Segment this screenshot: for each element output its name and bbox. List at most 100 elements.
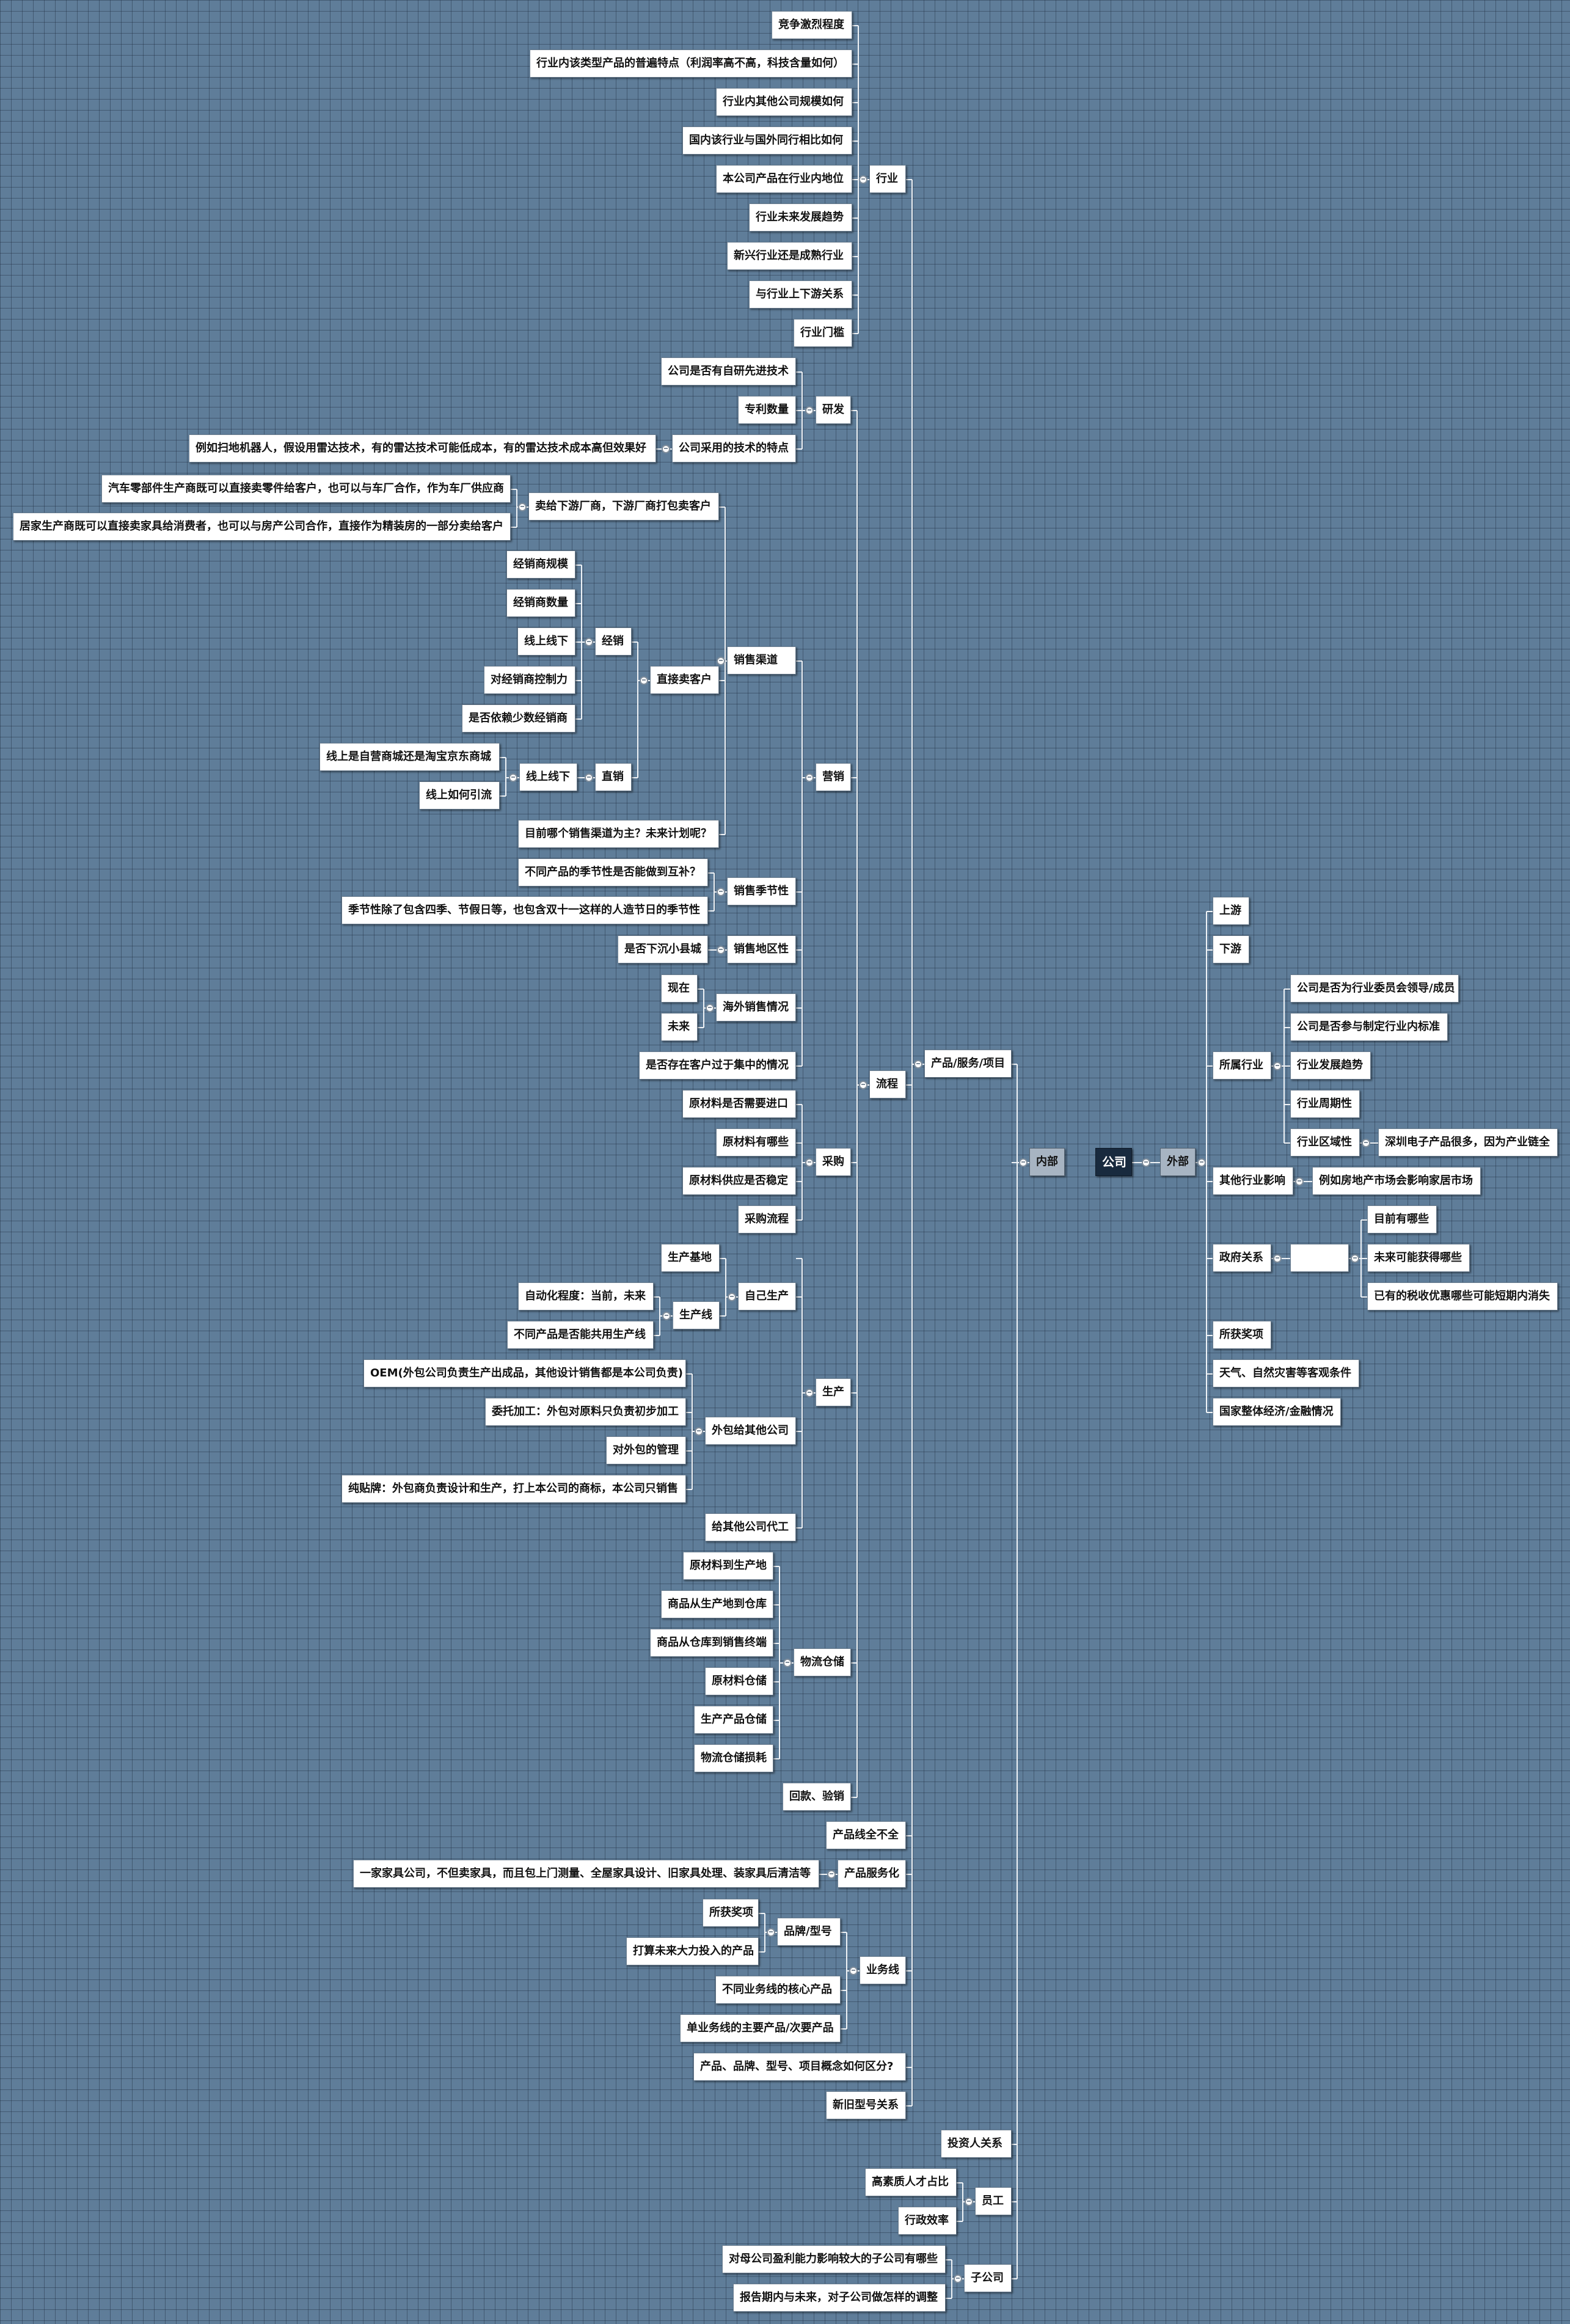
outsource-item[interactable]: 对外包的管理 xyxy=(606,1436,686,1464)
logistics-item[interactable]: 物流仓储损耗 xyxy=(694,1744,773,1772)
logistics-item[interactable]: 原材料到生产地 xyxy=(683,1552,773,1580)
collapse-toggle-icon[interactable] xyxy=(717,888,725,896)
tax-item[interactable]: 已有的税收优惠哪些可能短期内消失 xyxy=(1367,1282,1558,1310)
season-node[interactable]: 销售季节性 xyxy=(727,877,796,905)
production-node[interactable]: 生产 xyxy=(816,1378,851,1406)
rd-item[interactable]: 公司是否有自研先进技术 xyxy=(661,357,796,386)
production-base[interactable]: 生产基地 xyxy=(661,1244,720,1272)
collapse-toggle-icon[interactable] xyxy=(717,946,725,954)
staff-item[interactable]: 高素质人才占比 xyxy=(865,2168,957,2196)
industry-item[interactable]: 行业未来发展趋势 xyxy=(749,203,852,232)
other-industry-node[interactable]: 其他行业影响 xyxy=(1213,1167,1293,1195)
outer-industry-item[interactable]: 行业周期性 xyxy=(1290,1090,1360,1118)
collapse-toggle-icon[interactable] xyxy=(849,1967,858,1975)
production-self[interactable]: 自己生产 xyxy=(738,1282,796,1310)
outer-node[interactable]: 外部 xyxy=(1160,1148,1196,1176)
collapse-toggle-icon[interactable] xyxy=(640,676,648,685)
online-offline-node[interactable]: 线上线下 xyxy=(519,763,577,791)
collapse-toggle-icon[interactable] xyxy=(728,1293,736,1301)
collapse-toggle-icon[interactable] xyxy=(965,2198,973,2206)
outer-industry-item[interactable]: 公司是否参与制定行业内标准 xyxy=(1290,1013,1448,1041)
completeness-node[interactable]: 产品线全不全 xyxy=(826,1821,906,1849)
staff-node[interactable]: 员工 xyxy=(975,2187,1012,2215)
collapse-toggle-icon[interactable] xyxy=(585,638,593,646)
outer-industry-node[interactable]: 所属行业 xyxy=(1213,1051,1271,1080)
upstream-node[interactable]: 上游 xyxy=(1213,897,1249,925)
collection-node[interactable]: 回款、验销 xyxy=(783,1783,851,1811)
marketing-node[interactable]: 营销 xyxy=(816,763,851,791)
collapse-toggle-icon[interactable] xyxy=(954,2275,962,2283)
outer-industry-item[interactable]: 行业发展趋势 xyxy=(1290,1051,1371,1080)
collapse-toggle-icon[interactable] xyxy=(518,503,527,511)
collapse-toggle-icon[interactable] xyxy=(805,773,814,782)
collapse-toggle-icon[interactable] xyxy=(1273,1254,1282,1263)
channel-direct-customer[interactable]: 直接卖客户 xyxy=(650,666,719,694)
channel-b2b[interactable]: 卖给下游厂商，下游厂商打包卖客户 xyxy=(528,492,719,521)
channel-dealer[interactable]: 经销 xyxy=(595,627,632,656)
overseas-item[interactable]: 现在 xyxy=(661,974,698,1003)
production-line-item[interactable]: 自动化程度：当前，未来 xyxy=(518,1282,654,1310)
business-line-node[interactable]: 业务线 xyxy=(860,1956,906,1984)
rd-node[interactable]: 研发 xyxy=(816,396,851,424)
business-line-item[interactable]: 单业务线的主要产品/次要产品 xyxy=(680,2014,841,2042)
outer-awards-node[interactable]: 所获奖项 xyxy=(1213,1321,1271,1349)
logistics-item[interactable]: 原材料仓储 xyxy=(705,1667,773,1695)
process-node[interactable]: 流程 xyxy=(869,1070,906,1098)
dealer-item[interactable]: 线上线下 xyxy=(517,627,575,656)
industry-item[interactable]: 与行业上下游关系 xyxy=(749,280,852,309)
collapse-toggle-icon[interactable] xyxy=(859,1081,867,1089)
concentration-item[interactable]: 是否存在客户过于集中的情况 xyxy=(639,1051,796,1080)
outsource-item[interactable]: OEM(外包公司负责生产出成品，其他设计销售都是本公司负责) xyxy=(363,1359,686,1387)
service-node[interactable]: 产品服务化 xyxy=(838,1860,906,1888)
subsidiary-item[interactable]: 对母公司盈利能力影响较大的子公司有哪些 xyxy=(722,2245,946,2273)
downstream-node[interactable]: 下游 xyxy=(1213,935,1249,963)
logistics-item[interactable]: 商品从生产地到仓库 xyxy=(661,1590,773,1618)
collapse-toggle-icon[interactable] xyxy=(805,1158,814,1167)
collapse-toggle-icon[interactable] xyxy=(706,1004,714,1012)
production-line[interactable]: 生产线 xyxy=(673,1301,720,1329)
tax-item[interactable]: 未来可能获得哪些 xyxy=(1367,1244,1470,1272)
subsidiary-item[interactable]: 报告期内与未来，对子公司做怎样的调整 xyxy=(733,2284,946,2312)
collapse-toggle-icon[interactable] xyxy=(509,773,517,782)
industry-item[interactable]: 行业门槛 xyxy=(794,319,852,347)
outsource-item[interactable]: 纯贴牌：外包商负责设计和生产，打上本公司的商标，本公司只销售 xyxy=(341,1475,686,1503)
overseas-item[interactable]: 未来 xyxy=(661,1013,698,1041)
purchase-item[interactable]: 原材料有哪些 xyxy=(716,1128,796,1157)
purchase-item[interactable]: 原材料是否需要进口 xyxy=(682,1090,796,1118)
online-item[interactable]: 线上是自营商城还是淘宝京东商城 xyxy=(319,743,500,771)
logistics-node[interactable]: 物流仓储 xyxy=(794,1648,851,1676)
collapse-toggle-icon[interactable] xyxy=(805,406,814,415)
inner-node[interactable]: 内部 xyxy=(1029,1148,1065,1176)
collapse-toggle-icon[interactable] xyxy=(717,657,725,665)
collapse-toggle-icon[interactable] xyxy=(1019,1158,1028,1167)
subsidiary-node[interactable]: 子公司 xyxy=(964,2264,1012,2292)
production-oem[interactable]: 给其他公司代工 xyxy=(705,1513,796,1541)
models-node[interactable]: 新旧型号关系 xyxy=(826,2091,906,2119)
brand-node[interactable]: 品牌/型号 xyxy=(777,1918,841,1946)
season-item[interactable]: 不同产品的季节性是否能做到互补？ xyxy=(518,858,708,886)
government-node[interactable]: 政府关系 xyxy=(1213,1244,1271,1272)
channel-node[interactable]: 销售渠道 xyxy=(727,646,796,674)
outer-industry-item[interactable]: 公司是否为行业委员会领导/成员 xyxy=(1290,974,1459,1003)
industry-item[interactable]: 国内该行业与国外同行相比如何 xyxy=(682,126,852,155)
regional-example[interactable]: 深圳电子产品很多，因为产业链全 xyxy=(1378,1128,1558,1157)
collapse-toggle-icon[interactable] xyxy=(805,1389,814,1397)
collapse-toggle-icon[interactable] xyxy=(859,175,867,184)
brand-item[interactable]: 所获奖项 xyxy=(703,1899,759,1927)
logistics-item[interactable]: 生产产品仓储 xyxy=(694,1706,773,1734)
industry-item[interactable]: 行业内该类型产品的普遍特点（利润率高不高，科技含量如何） xyxy=(530,49,852,78)
dealer-item[interactable]: 是否依赖少数经销商 xyxy=(462,704,575,733)
service-example[interactable]: 一家家具公司，不但卖家具，而且包上门测量、全屋家具设计、旧家具处理、装家具后清洁… xyxy=(353,1860,819,1888)
other-industry-example[interactable]: 例如房地产市场会影响家居市场 xyxy=(1312,1167,1481,1195)
collapse-toggle-icon[interactable] xyxy=(662,1312,671,1320)
outer-industry-item[interactable]: 行业区域性 xyxy=(1290,1128,1360,1157)
purchase-item[interactable]: 原材料供应是否稳定 xyxy=(682,1167,796,1195)
dealer-item[interactable]: 经销商规模 xyxy=(506,550,575,579)
purchase-item[interactable]: 采购流程 xyxy=(738,1205,796,1233)
rd-item[interactable]: 专利数量 xyxy=(738,396,796,424)
channel-direct-sale[interactable]: 直销 xyxy=(595,763,632,791)
collapse-toggle-icon[interactable] xyxy=(1197,1158,1206,1167)
rd-example[interactable]: 例如扫地机器人，假设用雷达技术，有的雷达技术可能低成本，有的雷达技术成本高但效果… xyxy=(189,434,656,462)
dealer-item[interactable]: 对经销商控制力 xyxy=(484,666,575,694)
collapse-toggle-icon[interactable] xyxy=(695,1427,703,1436)
